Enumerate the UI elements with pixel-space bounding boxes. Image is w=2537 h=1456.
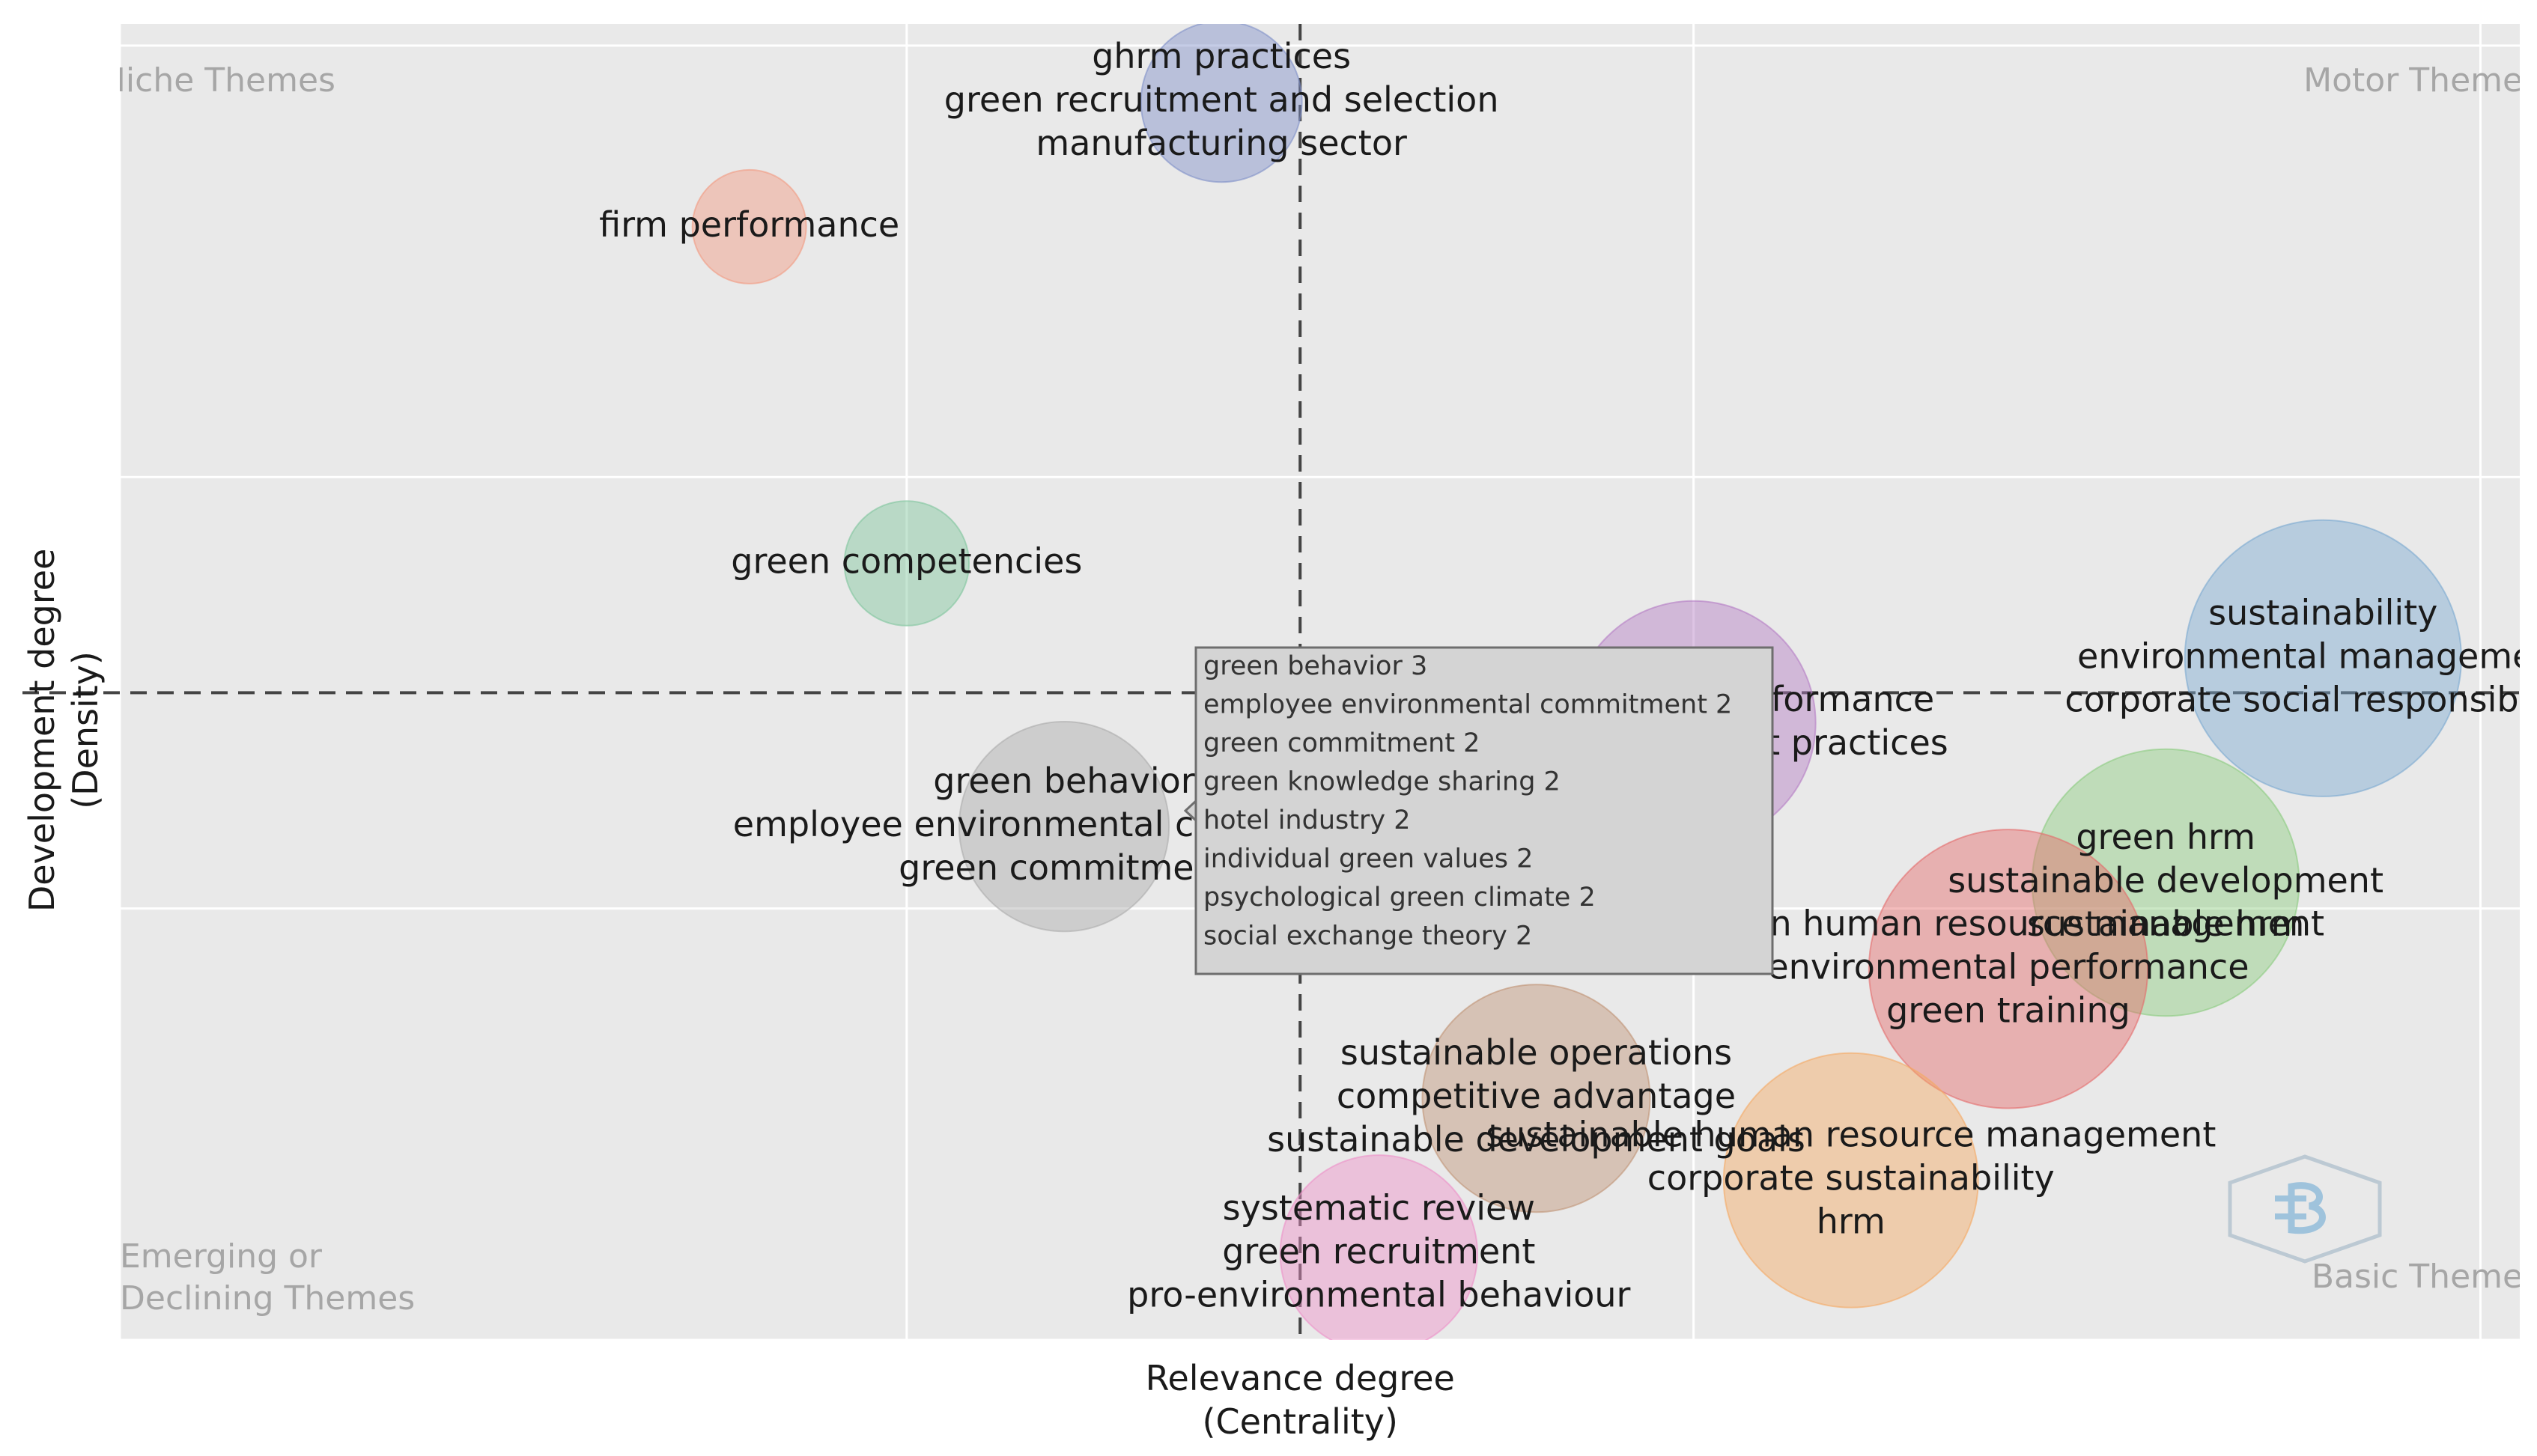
bubble-2[interactable]	[843, 500, 970, 627]
bubble-label-line: green recruitment and selection	[944, 79, 1499, 119]
bubble-label-line: environmental management	[2077, 636, 2537, 676]
bubble-0[interactable]	[1140, 21, 1303, 183]
bubble-label-line: green behavior	[933, 761, 1194, 801]
quadrant-label-motor-line: Motor Themes	[2303, 61, 2537, 100]
tooltip-line-7: social exchange theory 2	[1203, 922, 1532, 951]
quadrant-label-basic-line: Basic Themes	[2312, 1258, 2537, 1296]
bubble-9[interactable]	[1722, 1052, 1979, 1309]
bubble-label-line: systematic review	[1223, 1187, 1535, 1228]
bubble-6[interactable]	[2031, 748, 2300, 1017]
bubble-label-line: green human resource management	[1692, 903, 2324, 943]
bubble-label-line: green recruitment	[1222, 1231, 1535, 1271]
bubble-label-line: corporate social responsibility	[2064, 679, 2537, 719]
tooltip: green behavior 3 employee environmental c…	[1183, 646, 1774, 975]
tooltip-pointer	[1183, 798, 1197, 823]
tooltip-line-0: green behavior 3	[1203, 651, 1427, 681]
tooltip-line-1: employee environmental commitment 2	[1203, 690, 1732, 720]
bubble-label-line: manufacturing sector	[1036, 122, 1407, 162]
bubble-label-line: hrm	[1817, 1201, 1886, 1241]
bubble-label-2: green competencies	[731, 540, 1082, 581]
bubble-label-line: green hrm	[2076, 817, 2255, 857]
gridlines	[118, 24, 2520, 1341]
bubble-label-1: firm performance	[599, 204, 899, 244]
tooltip-line-6: psychological green climate 2	[1203, 883, 1596, 913]
y-axis-title: Development degree(Density)	[22, 549, 106, 913]
x-axis-title: Relevance degree(Centrality)	[1146, 1358, 1455, 1442]
bubble-label-line: sustainable development	[1948, 860, 2383, 901]
bubble-1[interactable]	[691, 168, 807, 284]
bubble-label-line: sustainable human resource management	[1486, 1114, 2216, 1154]
quadrant-label-niche-line: Niche Themes	[101, 61, 335, 100]
tooltip-line-5: individual green values 2	[1203, 844, 1533, 874]
bubble-label-line: green training	[1886, 990, 2130, 1030]
bubble-label-line: environmental performance	[1767, 946, 2249, 987]
tooltip-box	[1194, 646, 1774, 975]
bubble-label-line: sustainable development goals	[1267, 1119, 1805, 1160]
tooltip-line-4: hotel industry 2	[1203, 805, 1410, 835]
bubble-label-line: green competencies	[731, 540, 1082, 581]
quadrant-label-basic: Basic Themes	[2312, 1258, 2537, 1296]
bubble-label-line: pro-environmental behaviour	[1127, 1274, 1630, 1315]
bubble-label-line: green commitment	[899, 847, 1230, 888]
tooltip-line-3: green knowledge sharing 2	[1203, 767, 1561, 797]
axis-titles: Relevance degree(Centrality) Development …	[22, 549, 1455, 1442]
bubble-8[interactable]	[1421, 984, 1651, 1213]
quadrant-label-emerging-line: Declining Themes	[120, 1279, 415, 1318]
bubble-3[interactable]	[958, 720, 1170, 933]
quadrant-label-niche: Niche Themes	[101, 61, 335, 100]
bubble-10[interactable]	[1279, 1154, 1478, 1352]
tooltip-line-2: green commitment 2	[1203, 728, 1480, 758]
bubble-label-line: sustainable hrm	[2027, 904, 2304, 944]
bubble-label-line: sustainable operations	[1340, 1032, 1732, 1073]
x-axis-title-line: (Centrality)	[1203, 1401, 1398, 1442]
bubble-7[interactable]	[1868, 829, 2149, 1109]
bubble-label-line: firm performance	[599, 204, 899, 244]
bubble-label-line: ghrm practices	[1092, 35, 1351, 76]
bubble-5[interactable]	[2184, 519, 2462, 797]
watermark-logo	[2228, 1154, 2382, 1264]
bubble-label-line: sustainability	[2208, 592, 2437, 633]
x-axis-title-line: Relevance degree	[1146, 1358, 1455, 1398]
y-axis-title-line: (Density)	[65, 651, 106, 809]
quadrant-label-motor: Motor Themes	[2303, 61, 2537, 100]
bubble-label-line: competitive advantage	[1337, 1076, 1736, 1116]
y-axis-title-line: Development degree	[22, 549, 62, 913]
quadrant-label-emerging-line: Emerging or	[120, 1237, 323, 1276]
bubble-label-line: corporate sustainability	[1647, 1157, 2055, 1198]
